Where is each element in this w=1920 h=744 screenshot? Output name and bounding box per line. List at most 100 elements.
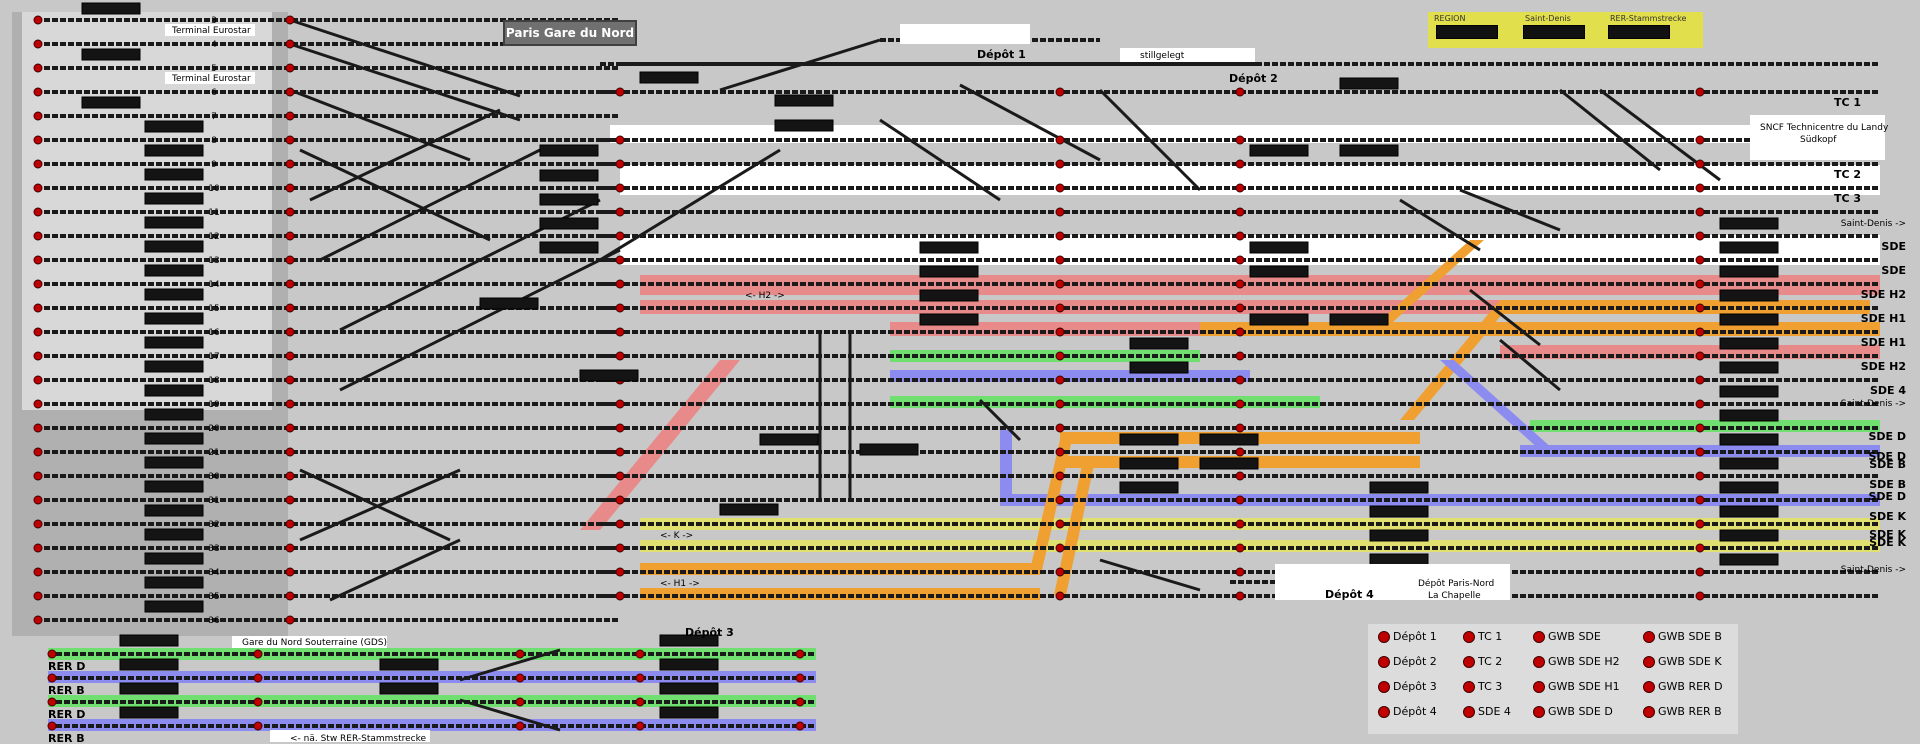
signal-light[interactable] [1695,399,1705,409]
signal-light[interactable] [615,471,625,481]
signal-light[interactable] [285,63,295,73]
signal-light[interactable] [1055,87,1065,97]
signal-light[interactable] [1055,447,1065,457]
signal-light[interactable] [1055,567,1065,577]
signal-light[interactable] [615,87,625,97]
signal-light[interactable] [615,303,625,313]
signal-light[interactable] [1055,183,1065,193]
signal-light[interactable] [1695,87,1705,97]
signal-light[interactable] [1235,375,1245,385]
signal-light[interactable] [1235,543,1245,553]
control-button[interactable]: Dépôt 1 [1378,630,1437,643]
signal-light[interactable] [1695,375,1705,385]
signal-light[interactable] [285,207,295,217]
signal-light[interactable] [33,375,43,385]
signal-light[interactable] [285,519,295,529]
signal-light[interactable] [285,39,295,49]
signal-light[interactable] [615,279,625,289]
signals[interactable] [33,15,1705,731]
signal-light[interactable] [285,471,295,481]
control-button[interactable]: GWB RER B [1643,705,1722,718]
signal-light[interactable] [1055,375,1065,385]
signal-light[interactable] [285,279,295,289]
signal-light[interactable] [1695,135,1705,145]
signal-light[interactable] [1235,159,1245,169]
signal-light[interactable] [1235,567,1245,577]
signal-light[interactable] [1695,255,1705,265]
signal-light[interactable] [1235,495,1245,505]
signal-light[interactable] [33,495,43,505]
signal-light[interactable] [285,255,295,265]
signal-light[interactable] [285,423,295,433]
signal-light[interactable] [1695,471,1705,481]
signal-light[interactable] [285,399,295,409]
signal-light[interactable] [615,159,625,169]
signal-light[interactable] [1055,327,1065,337]
signal-light[interactable] [615,327,625,337]
signal-light[interactable] [253,697,263,707]
signal-light[interactable] [1235,87,1245,97]
signal-light[interactable] [33,423,43,433]
signal-light[interactable] [615,207,625,217]
signal-light[interactable] [515,673,525,683]
signal-light[interactable] [1055,207,1065,217]
signal-light[interactable] [1055,255,1065,265]
control-button[interactable]: GWB SDE [1533,630,1601,643]
signal-light[interactable] [615,231,625,241]
signal-light[interactable] [285,15,295,25]
signal-light[interactable] [1235,327,1245,337]
signal-light[interactable] [285,135,295,145]
signal-light[interactable] [1235,399,1245,409]
signal-light[interactable] [1055,399,1065,409]
signal-light[interactable] [1235,207,1245,217]
signal-light[interactable] [285,615,295,625]
signal-light[interactable] [1235,519,1245,529]
signal-light[interactable] [1235,231,1245,241]
signal-light[interactable] [1695,543,1705,553]
signal-light[interactable] [1235,423,1245,433]
signal-light[interactable] [33,327,43,337]
signal-light[interactable] [635,721,645,731]
signal-light[interactable] [515,697,525,707]
control-button[interactable]: GWB SDE H2 [1533,655,1620,668]
signal-light[interactable] [615,447,625,457]
signal-light[interactable] [47,649,57,659]
signal-light[interactable] [795,649,805,659]
signal-light[interactable] [33,351,43,361]
signal-light[interactable] [1695,183,1705,193]
signal-light[interactable] [615,183,625,193]
signal-light[interactable] [1235,591,1245,601]
signal-light[interactable] [33,207,43,217]
signal-light[interactable] [1055,519,1065,529]
signal-light[interactable] [33,135,43,145]
signal-light[interactable] [285,567,295,577]
signal-light[interactable] [33,615,43,625]
signal-light[interactable] [635,697,645,707]
signal-light[interactable] [1235,183,1245,193]
signal-light[interactable] [1055,231,1065,241]
signal-light[interactable] [33,279,43,289]
signal-light[interactable] [615,567,625,577]
signal-light[interactable] [33,231,43,241]
signal-light[interactable] [33,15,43,25]
signal-light[interactable] [635,673,645,683]
signal-light[interactable] [1695,159,1705,169]
signal-light[interactable] [615,255,625,265]
signal-light[interactable] [33,447,43,457]
signal-light[interactable] [1695,495,1705,505]
signal-light[interactable] [1235,255,1245,265]
signal-light[interactable] [285,327,295,337]
signal-light[interactable] [1055,423,1065,433]
signal-light[interactable] [33,543,43,553]
signal-light[interactable] [1695,423,1705,433]
signal-light[interactable] [615,591,625,601]
signal-light[interactable] [515,721,525,731]
signal-light[interactable] [285,87,295,97]
control-button[interactable]: SDE 4 [1463,705,1511,718]
signal-light[interactable] [1235,279,1245,289]
signal-light[interactable] [515,649,525,659]
signal-light[interactable] [285,591,295,601]
signal-light[interactable] [33,591,43,601]
signal-light[interactable] [615,519,625,529]
signal-light[interactable] [1695,567,1705,577]
